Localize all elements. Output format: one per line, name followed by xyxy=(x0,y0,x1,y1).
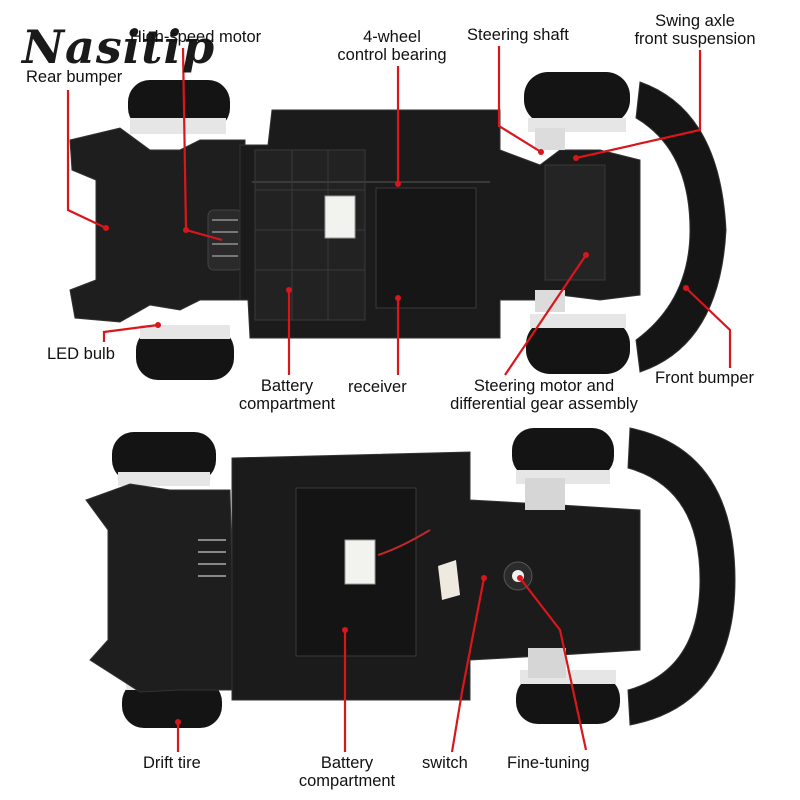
label-drift-tire: Drift tire xyxy=(143,754,201,772)
top-rear-frame xyxy=(69,127,246,323)
label-receiver: receiver xyxy=(348,378,407,396)
top-rear-left-wheel xyxy=(128,80,230,134)
label-rear-bumper: Rear bumper xyxy=(26,68,123,86)
top-front-bumper xyxy=(635,81,727,373)
label-wheel-bearing: 4-wheel control bearing xyxy=(322,28,462,64)
top-rear-right-wheel xyxy=(136,325,234,380)
label-bottom-battery-line1: Battery xyxy=(320,754,374,772)
callout-steering-shaft xyxy=(497,46,542,153)
bottom-front-right-wheel xyxy=(516,670,620,724)
bottom-front-spoiler xyxy=(627,427,736,726)
callout-rear-bumper xyxy=(66,90,107,229)
label-steering-motor-line1: Steering motor and xyxy=(473,377,615,395)
bottom-chassis-view xyxy=(85,427,736,728)
bottom-rear-frame xyxy=(85,483,236,693)
label-steering-motor-line2: differential gear assembly xyxy=(450,395,638,413)
top-chassis-view xyxy=(69,72,727,380)
callout-lines xyxy=(66,46,732,753)
callout-front-bumper xyxy=(685,287,732,368)
callout-switch xyxy=(450,577,486,753)
label-high-speed-motor: High-speed motor xyxy=(130,28,262,46)
top-receiver-box xyxy=(375,187,477,309)
callout-steering-motor xyxy=(504,254,587,376)
callout-dots xyxy=(103,149,689,725)
callout-swing-axle xyxy=(575,50,702,160)
label-bottom-battery-line2: compartment xyxy=(298,772,396,790)
label-top-battery: Battery compartment xyxy=(228,377,346,413)
top-steering-assembly xyxy=(544,164,606,281)
top-front-right-wheel xyxy=(526,314,630,374)
label-steering-shaft: Steering shaft xyxy=(467,26,569,44)
label-switch: switch xyxy=(422,754,468,772)
label-wheel-bearing-line2: control bearing xyxy=(337,46,447,64)
bottom-main-plate xyxy=(231,451,641,701)
label-led-bulb: LED bulb xyxy=(47,345,115,363)
label-fine-tuning: Fine-tuning xyxy=(507,754,590,772)
label-swing-axle-line2: front suspension xyxy=(634,30,756,48)
label-front-bumper: Front bumper xyxy=(655,369,755,387)
top-front-left-wheel xyxy=(524,72,630,132)
bottom-motor-vent xyxy=(198,539,226,577)
top-battery-compartment xyxy=(254,149,366,321)
label-top-battery-line2: compartment xyxy=(238,395,336,413)
bottom-rear-left-wheel xyxy=(112,432,216,486)
label-swing-axle-line1: Swing axle xyxy=(655,12,735,30)
label-wheel-bearing-line1: 4-wheel xyxy=(363,28,421,46)
label-bottom-battery: Battery compartment xyxy=(288,754,406,790)
callout-fine-tuning xyxy=(519,577,588,751)
brand-logo: Nasitip xyxy=(22,20,216,74)
callout-led-bulb xyxy=(102,323,159,342)
bottom-front-left-wheel xyxy=(512,428,614,484)
label-steering-motor: Steering motor and differential gear ass… xyxy=(430,377,658,413)
label-top-battery-line1: Battery xyxy=(260,377,314,395)
label-swing-axle: Swing axle front suspension xyxy=(620,12,770,48)
